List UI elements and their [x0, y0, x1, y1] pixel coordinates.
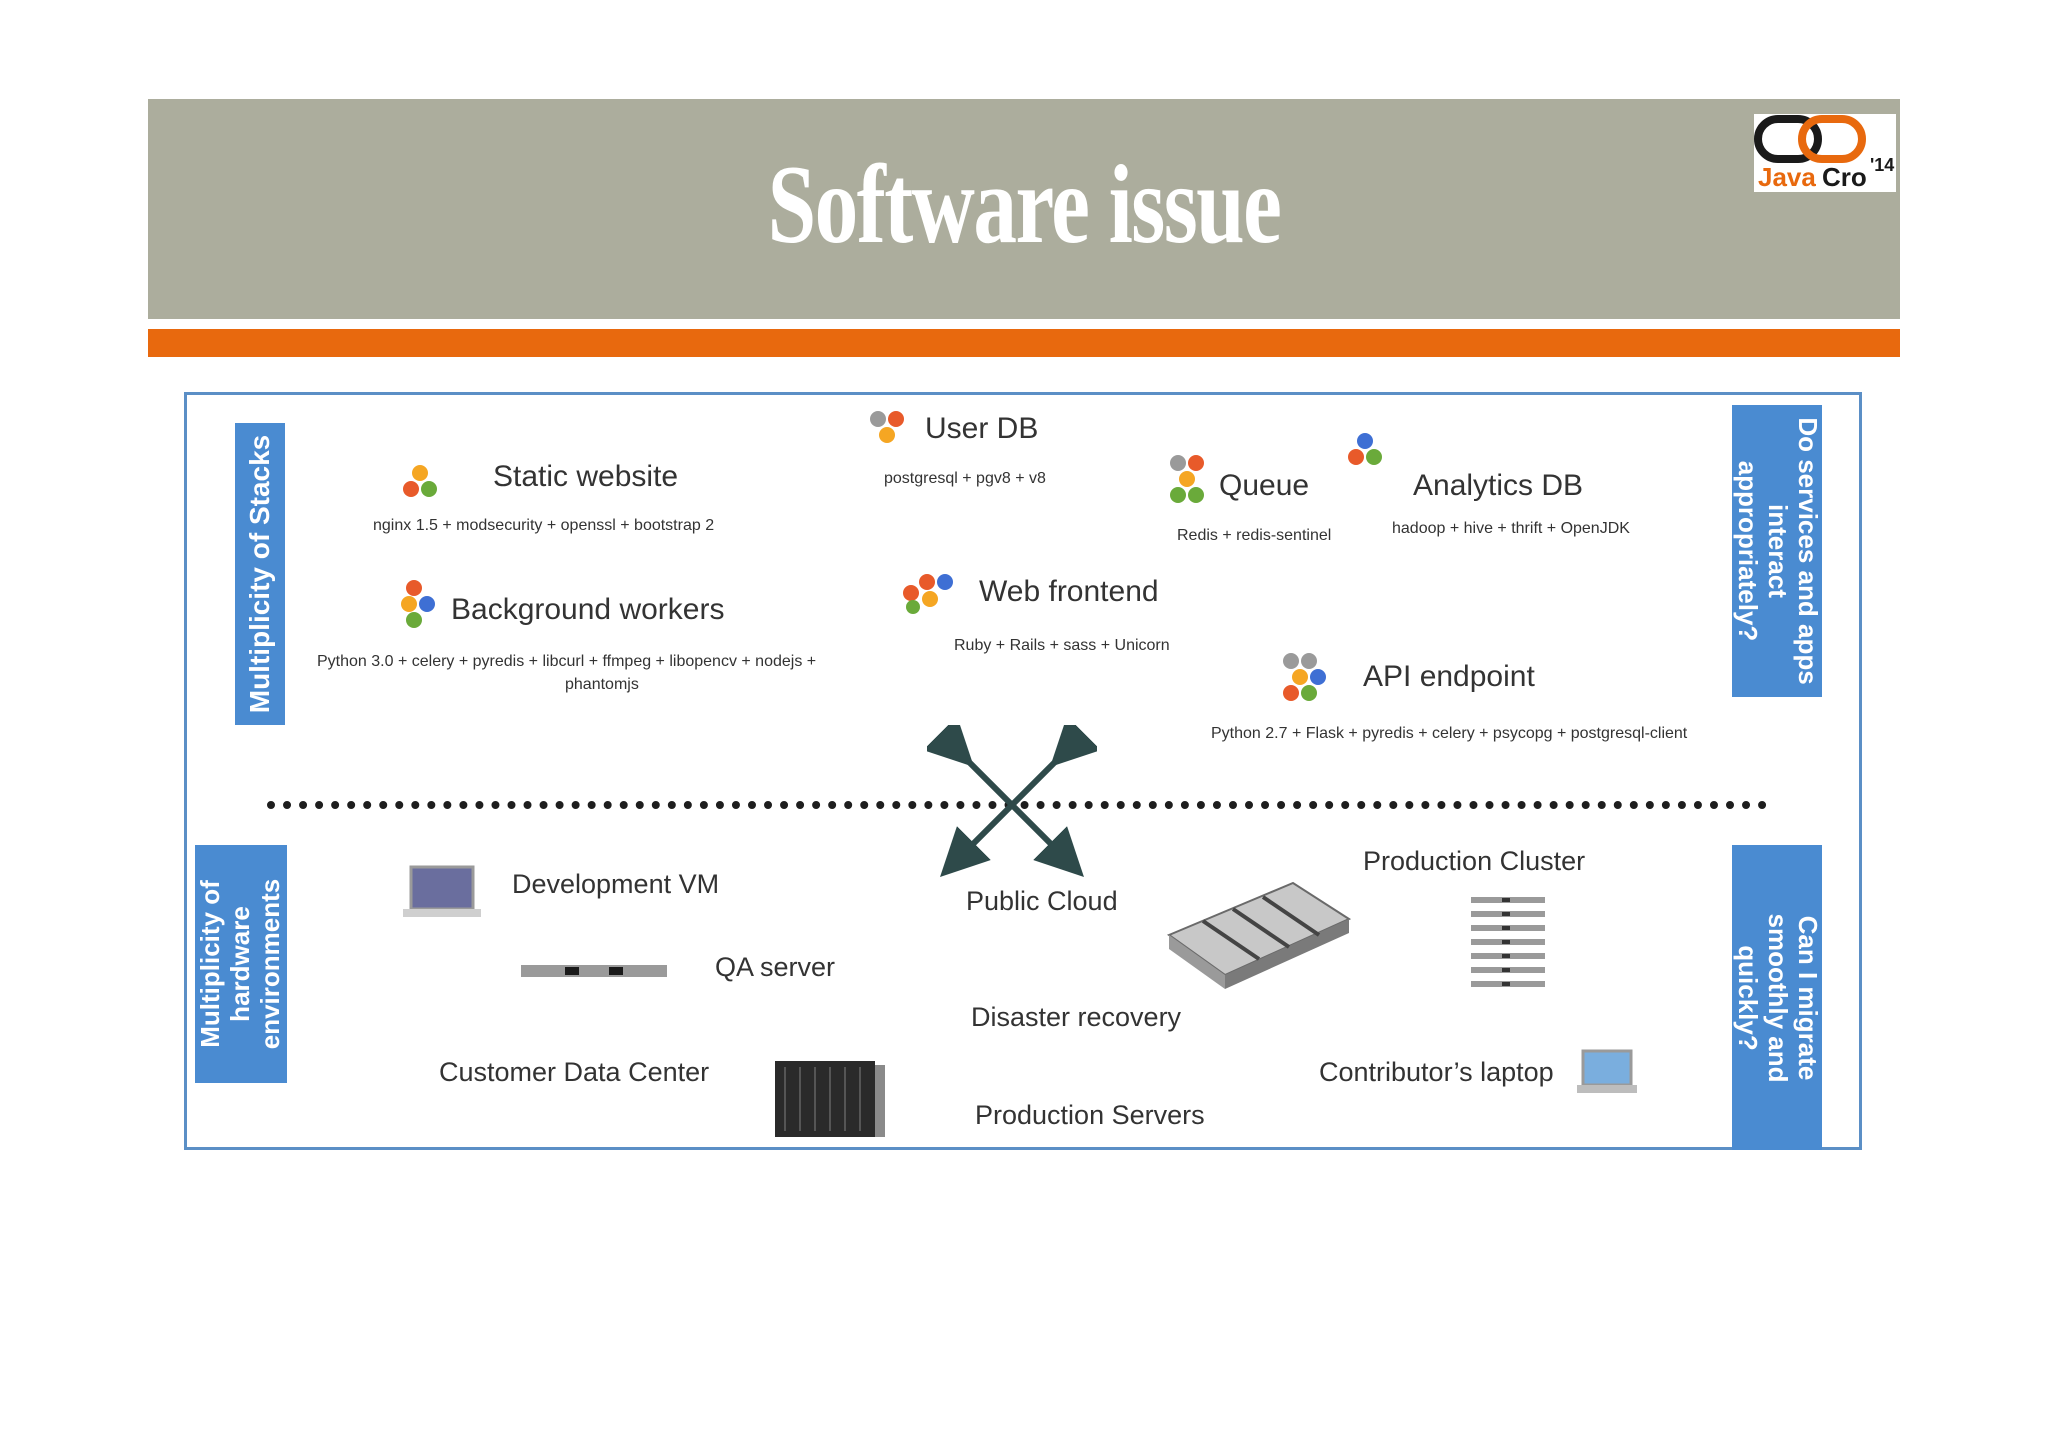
- javacro-logo: Java Cro '14: [1754, 114, 1896, 192]
- analytics-db-name: Analytics DB: [1413, 469, 1584, 502]
- label-migrate-smoothly: Can I migrate smoothly and quickly?: [1732, 845, 1823, 1150]
- logo-year: '14: [1870, 155, 1895, 175]
- static-website-cluster-icon: [403, 465, 437, 497]
- background-workers-detail-line2: phantomjs: [565, 676, 639, 693]
- queue-cluster-icon: [1170, 455, 1204, 503]
- analytics-db-detail: hadoop + hive + thrift + OpenJDK: [1392, 520, 1630, 537]
- background-workers-cluster-icon: [401, 580, 435, 628]
- label-hw-line1: Multiplicity of: [195, 880, 226, 1048]
- static-website-detail: nginx 1.5 + modsecurity + openssl + boot…: [373, 517, 715, 534]
- label-interact-line2: interact: [1762, 504, 1793, 598]
- queue-name: Queue: [1219, 469, 1310, 502]
- background-workers-name: Background workers: [451, 593, 725, 626]
- web-frontend-detail: Ruby + Rails + sass + Unicorn: [954, 637, 1170, 654]
- public-cloud-label: Public Cloud: [966, 886, 1118, 916]
- user-db-cluster-icon: [870, 411, 904, 443]
- label-hw-line3: environments: [254, 878, 285, 1050]
- customer-data-center-label: Customer Data Center: [439, 1057, 710, 1087]
- rack-server-icon: [521, 965, 667, 977]
- chain-links-icon: [1754, 115, 1866, 163]
- disaster-recovery-label: Disaster recovery: [971, 1002, 1182, 1032]
- api-endpoint-detail: Python 2.7 + Flask + pyredis + celery + …: [1211, 725, 1688, 742]
- slide-title: Software issue: [767, 143, 1282, 267]
- web-frontend-cluster-icon: [903, 574, 953, 614]
- label-migrate-line3: quickly?: [1733, 944, 1764, 1051]
- label-hw-line2: hardware: [225, 906, 256, 1022]
- diagram-frame: Multiplicity of Stacks Multiplicity of h…: [184, 392, 1862, 1150]
- label-interact-line3: appropriately?: [1733, 460, 1764, 642]
- queue-detail: Redis + redis-sentinel: [1177, 527, 1332, 544]
- production-servers-label: Production Servers: [975, 1100, 1205, 1130]
- api-endpoint-cluster-icon: [1283, 653, 1326, 701]
- qa-server-label: QA server: [715, 952, 836, 982]
- label-services-interact: Do services and apps interact appropriat…: [1732, 405, 1823, 697]
- label-multiplicity-of-hardware: Multiplicity of hardware environments: [195, 845, 287, 1083]
- label-multiplicity-of-stacks: Multiplicity of Stacks: [235, 423, 285, 725]
- header-band: Software issue: [148, 99, 1900, 319]
- accent-bar: [148, 329, 1900, 357]
- user-db-detail: postgresql + pgv8 + v8: [884, 470, 1046, 487]
- background-workers-detail-line1: Python 3.0 + celery + pyredis + libcurl …: [317, 653, 817, 670]
- server-rack-stack-icon: [1471, 897, 1545, 987]
- logo-text-cro: Cro: [1822, 162, 1867, 192]
- label-stacks-text: Multiplicity of Stacks: [243, 434, 275, 714]
- small-laptop-icon: [1577, 1049, 1637, 1093]
- label-migrate-line2: smoothly and: [1762, 912, 1793, 1083]
- cross-arrows-icon: [927, 725, 1097, 877]
- production-cluster-label: Production Cluster: [1363, 846, 1586, 876]
- static-website-name: Static website: [493, 460, 679, 493]
- server-board-icon: [1166, 881, 1352, 989]
- laptop-icon: [403, 865, 481, 917]
- blade-server-icon: [775, 1061, 885, 1137]
- label-interact-line1: Do services and apps: [1792, 417, 1823, 685]
- logo-text-java: Java: [1758, 162, 1816, 192]
- analytics-db-cluster-icon: [1348, 433, 1382, 465]
- development-vm-label: Development VM: [512, 869, 720, 899]
- user-db-name: User DB: [925, 412, 1039, 445]
- api-endpoint-name: API endpoint: [1363, 660, 1535, 693]
- web-frontend-name: Web frontend: [979, 575, 1159, 608]
- contributors-laptop-label: Contributor’s laptop: [1319, 1057, 1554, 1087]
- label-migrate-line1: Can I migrate: [1792, 915, 1823, 1080]
